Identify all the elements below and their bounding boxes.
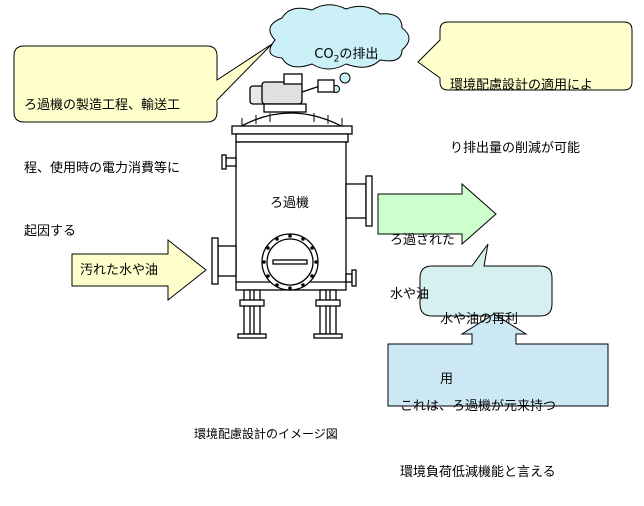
co2-cloud — [269, 4, 410, 93]
arrow-out-text: ろ過された 水や油 — [390, 196, 455, 322]
callout-left-line2: 程、使用時の電力消費等に — [24, 161, 181, 176]
diagram-canvas — [13, 4, 633, 407]
cloud-label: CO2の排出 — [306, 23, 378, 71]
bottom-arrow-text: これは、ろ過機が元来持つ 環境負荷低減機能と言える — [400, 352, 556, 506]
arrow-out-shape — [377, 182, 497, 246]
callout-right-text: 環境配慮設計の適用によ り排出量の削減が可能 — [450, 33, 593, 180]
arrow-in-text: 汚れた水や油 — [80, 263, 159, 278]
arrow-out-line2: 水や油 — [390, 287, 430, 302]
callout-left-text: ろ過機の製造工程、輸送工 程、使用時の電力消費等に 起因する — [24, 53, 180, 263]
callout-left-line3: 起因する — [24, 224, 77, 239]
callout-left-line1: ろ過機の製造工程、輸送工 — [24, 98, 181, 113]
callout-right-line1: 環境配慮設計の適用によ — [450, 78, 594, 93]
callout-right-line2: り排出量の削減が可能 — [450, 141, 581, 156]
filter-machine — [211, 73, 373, 339]
reuse-bubble-text: 水や油の再利 用 — [440, 270, 518, 410]
reuse-bubble-line2: 用 — [440, 372, 454, 387]
cloud-text-co: CO — [314, 47, 334, 62]
callout-left-shape — [13, 43, 273, 123]
bottom-arrow-line2: 環境負荷低減機能と言える — [400, 465, 556, 480]
reuse-bubble-line1: 水や油の再利 — [440, 312, 519, 327]
arrow-in-shape — [71, 238, 207, 302]
bottom-arrow-shape — [387, 313, 609, 407]
machine-label: ろ過機 — [270, 196, 310, 211]
cloud-subscript: 2 — [333, 54, 340, 65]
reuse-bubble-shape — [419, 243, 553, 317]
callout-right-shape — [417, 21, 633, 91]
arrow-out-line1: ろ過された — [390, 233, 456, 248]
cloud-text-emission: の排出 — [339, 47, 379, 62]
caption: 環境配慮設計のイメージ図 — [194, 427, 338, 441]
bottom-arrow-line1: これは、ろ過機が元来持つ — [400, 399, 557, 414]
